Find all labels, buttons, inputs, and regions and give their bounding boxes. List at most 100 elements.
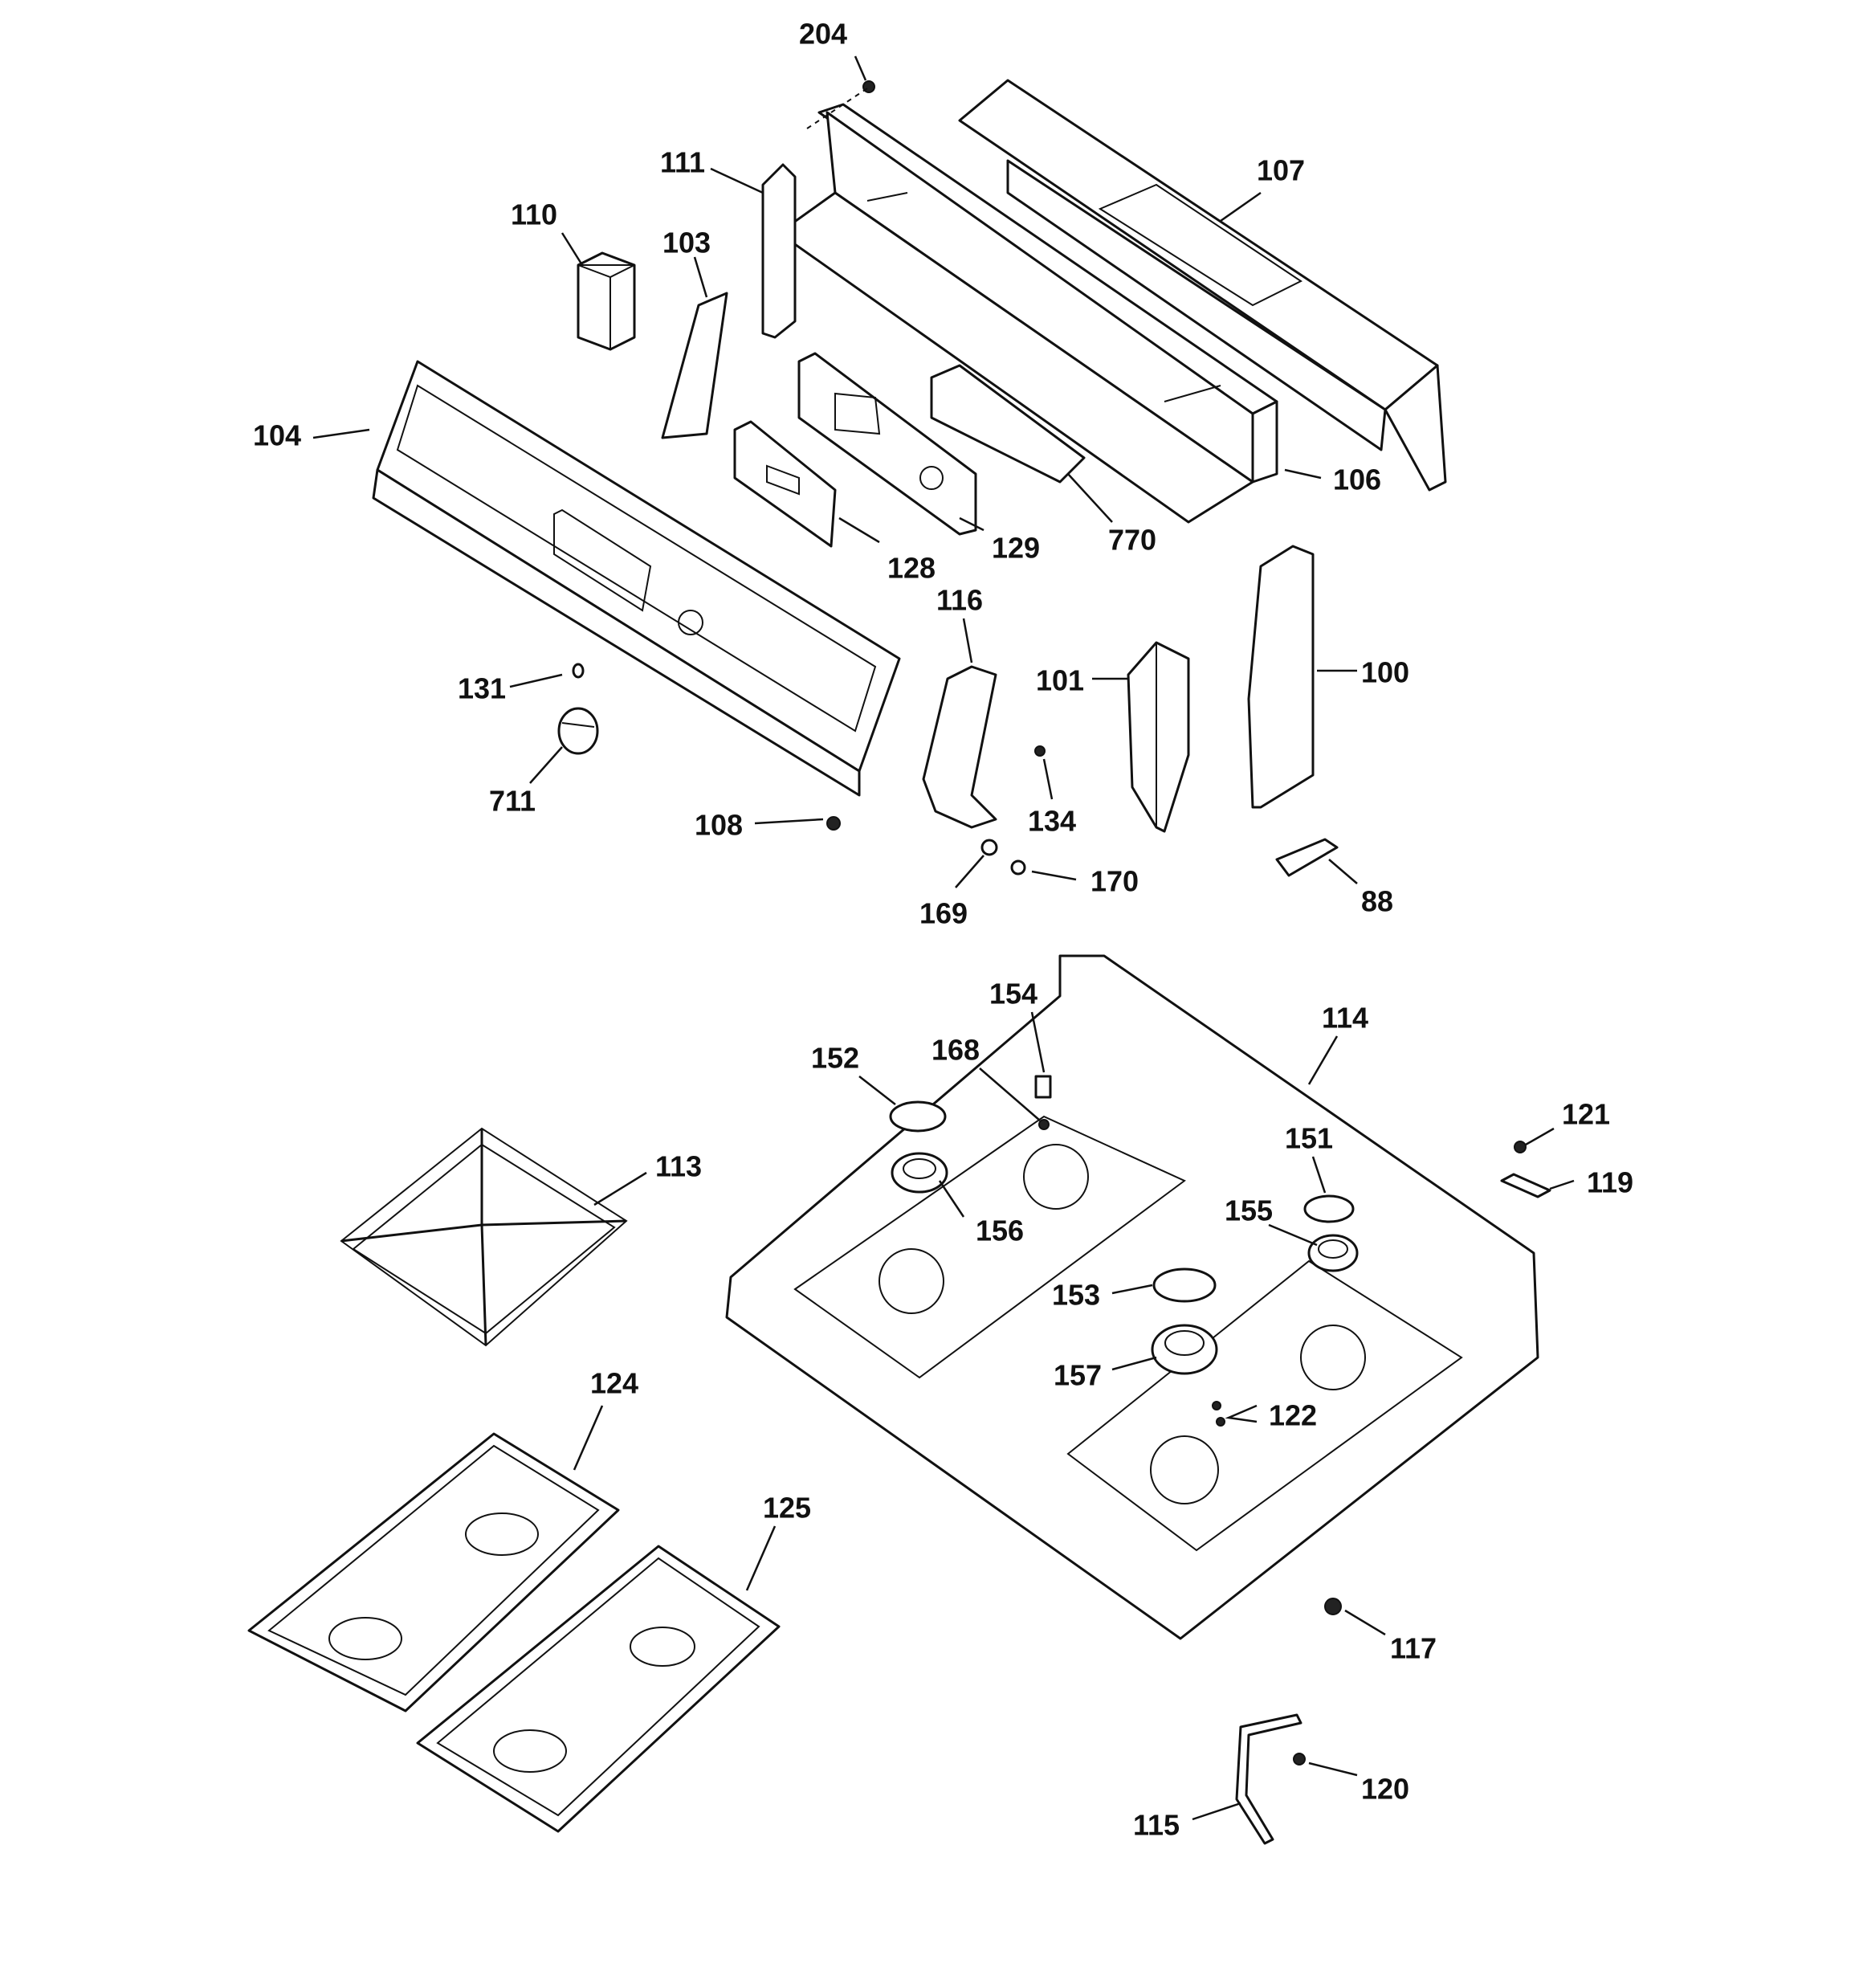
part-116-end-cap [922,665,997,829]
part-number-label: 129 [992,532,1040,565]
leader-116 [962,618,973,663]
leader-155 [1268,1223,1318,1247]
part-number-label: 131 [458,672,506,705]
part-number-label: 170 [1090,865,1139,898]
part-number-label: 101 [1036,664,1084,697]
part-number-label: 88 [1361,885,1393,918]
part-117-nut [1324,1598,1342,1615]
part-154-orifice [1034,1075,1052,1099]
part-number-label: 120 [1361,1773,1409,1806]
part-115-rod [1235,1713,1302,1845]
leader-156 [938,1180,965,1218]
leader-129 [959,516,984,532]
leader-106 [1284,468,1322,480]
part-111-bracket [761,163,797,339]
part-125-drip-pan [416,1545,781,1833]
part-number-label: 100 [1361,656,1409,689]
part-number-label: 152 [811,1042,859,1075]
part-711-knob [557,707,599,755]
part-169-washer [980,839,998,856]
leader-770 [1067,473,1113,523]
part-124-drip-pan [247,1432,620,1712]
leader-151 [1311,1156,1327,1194]
part-170-screw [1010,859,1026,876]
leader-113 [593,1171,647,1206]
part-number-label: 116 [936,584,983,617]
leader-103 [693,256,708,298]
part-100-end-panel [1247,545,1315,809]
part-number-label: 125 [763,1492,811,1525]
part-number-label: 128 [887,552,936,585]
part-168-clip [1038,1119,1050,1130]
part-108-screw [826,816,841,831]
part-119-bracket [1500,1173,1551,1198]
leader-110 [561,232,584,266]
part-107-top-cover [958,79,1447,492]
part-number-label: 106 [1333,463,1381,496]
leader-119 [1549,1179,1575,1190]
leader-134 [1042,758,1054,800]
leader-711 [529,746,563,784]
leader-128 [838,516,880,544]
leader-88 [1328,859,1358,884]
leader-lines [312,55,1575,1821]
part-number-label: 770 [1108,524,1156,557]
leader-117 [1344,1609,1386,1636]
part-110-component [577,251,636,351]
part-number-label: 156 [976,1214,1024,1247]
leader-124 [573,1405,604,1471]
leader-114 [1307,1035,1339,1085]
part-number-label: 204 [799,18,847,51]
part-134-screw [1034,745,1046,757]
part-number-label: 119 [1587,1166,1633,1199]
leader-170 [1031,870,1077,881]
part-number-label: 103 [662,227,711,259]
leader-115 [1192,1802,1241,1821]
part-number-label: 114 [1322,1002,1368,1035]
part-number-label: 151 [1285,1122,1333,1155]
part-number-label: 111 [660,146,705,179]
part-113-grate [340,1127,628,1347]
leader-104 [312,428,370,439]
leader-122 [1225,1404,1258,1423]
leader-108 [754,818,824,825]
leader-157 [1111,1356,1157,1371]
part-number-label: 134 [1028,805,1076,838]
part-129-control-board [797,352,977,536]
part-number-label: 117 [1390,1632,1437,1665]
leader-153 [1111,1284,1153,1295]
part-157-burner-head [1151,1324,1218,1375]
part-770-duct [930,364,1086,484]
part-152-burner-cap [889,1100,947,1133]
part-number-label: 124 [590,1367,638,1400]
part-number-label: 168 [932,1034,980,1067]
part-number-label: 104 [253,419,301,452]
leader-152 [858,1076,896,1105]
part-number-label: 107 [1257,154,1305,187]
part-number-label: 122 [1269,1399,1317,1432]
leader-204 [854,55,867,81]
part-104-control-panel [372,360,901,797]
part-106-backguard [777,103,1278,524]
part-131-knob-insert [572,663,585,679]
part-153-burner-cap [1152,1268,1217,1303]
leader-154 [1030,1011,1046,1073]
leader-111 [710,167,764,194]
part-number-label: 115 [1133,1809,1180,1842]
part-number-label: 711 [489,785,536,818]
part-155-burner-head [1307,1234,1359,1272]
leader-169 [955,855,984,888]
leader-120 [1308,1761,1358,1777]
part-number-label: 169 [919,897,968,930]
part-number-label: 153 [1052,1279,1100,1312]
part-151-burner-cap [1303,1194,1355,1223]
leader-107 [1220,191,1262,222]
part-128-overlay [733,420,837,548]
leader-125 [745,1525,777,1591]
part-number-label: 113 [655,1150,702,1183]
part-101-bracket [1127,641,1190,833]
leader-131 [509,673,563,688]
part-number-label: 121 [1562,1098,1610,1131]
